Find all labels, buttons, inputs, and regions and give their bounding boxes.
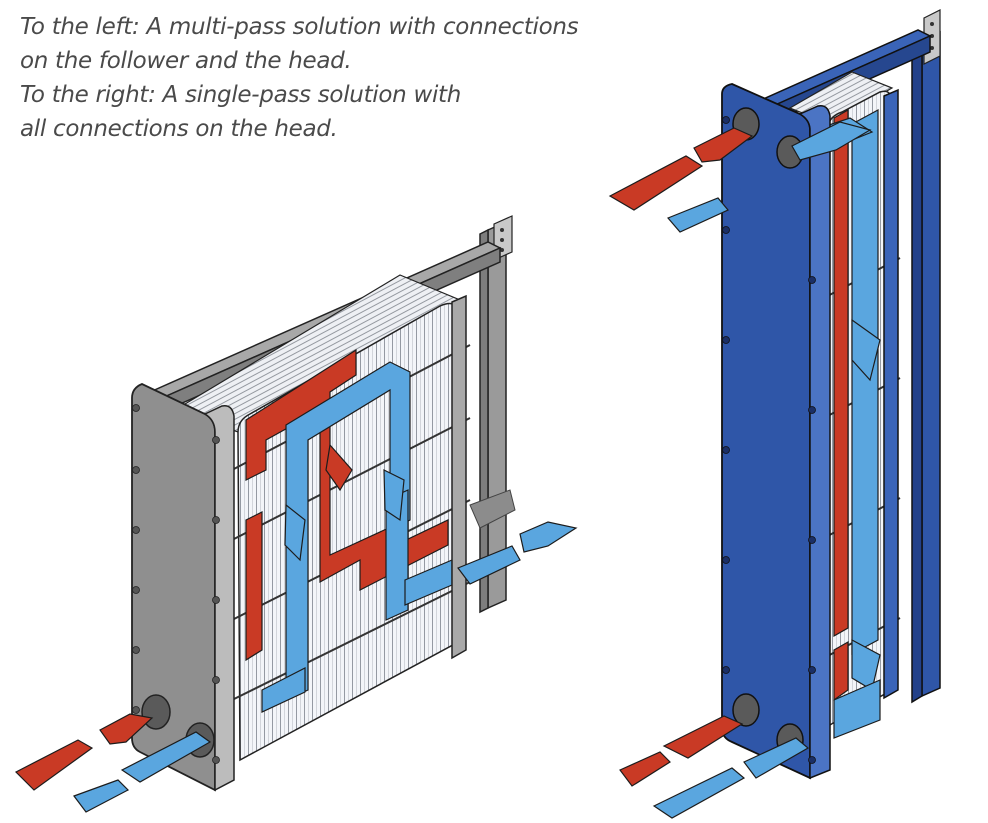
right-bottom-hot-arrow-out: [619, 751, 671, 787]
left-pressure-plate: [451, 294, 467, 660]
right-flow-channels: [819, 108, 881, 739]
right-top-cold-arrow-out: [666, 197, 729, 233]
left-flow-arrows: [14, 521, 578, 813]
caption-line-2: on the follower and the head.: [20, 48, 352, 74]
single-pass-unit: [608, 9, 941, 819]
right-bottom-cold-arrow-out: [652, 767, 746, 819]
caption: To the left: A multi-pass solution with …: [20, 10, 580, 146]
left-cold-arrow-in: [120, 731, 212, 783]
caption-line-4: all connections on the head.: [20, 116, 338, 142]
right-support-column: [911, 9, 941, 704]
right-top-cold-arrow-in: [791, 121, 872, 161]
right-flow-arrows: [608, 121, 872, 819]
right-top-hot-arrow-out: [608, 155, 704, 211]
caption-line-1: To the left: A multi-pass solution with …: [20, 14, 579, 40]
multi-pass-unit: [14, 215, 578, 813]
right-bottom-cold-arrow-in: [743, 737, 810, 779]
follower-cold-arrow-out: [457, 545, 521, 585]
right-port-bottom-hot: [732, 693, 760, 727]
right-frame-plate: [721, 83, 831, 780]
left-hot-arrow-out: [14, 739, 94, 791]
follower-cold-arrow-in: [519, 521, 578, 553]
left-frame-plate: [131, 383, 235, 792]
left-cold-arrow-out: [73, 779, 130, 813]
right-top-hot-arrow-in: [693, 127, 754, 163]
right-pressure-plate: [883, 88, 899, 700]
left-hot-arrow-in: [99, 713, 154, 745]
left-flow-channels: [245, 348, 453, 713]
caption-line-3: To the right: A single-pass solution wit…: [20, 82, 462, 108]
right-bottom-hot-arrow-in: [662, 715, 744, 759]
